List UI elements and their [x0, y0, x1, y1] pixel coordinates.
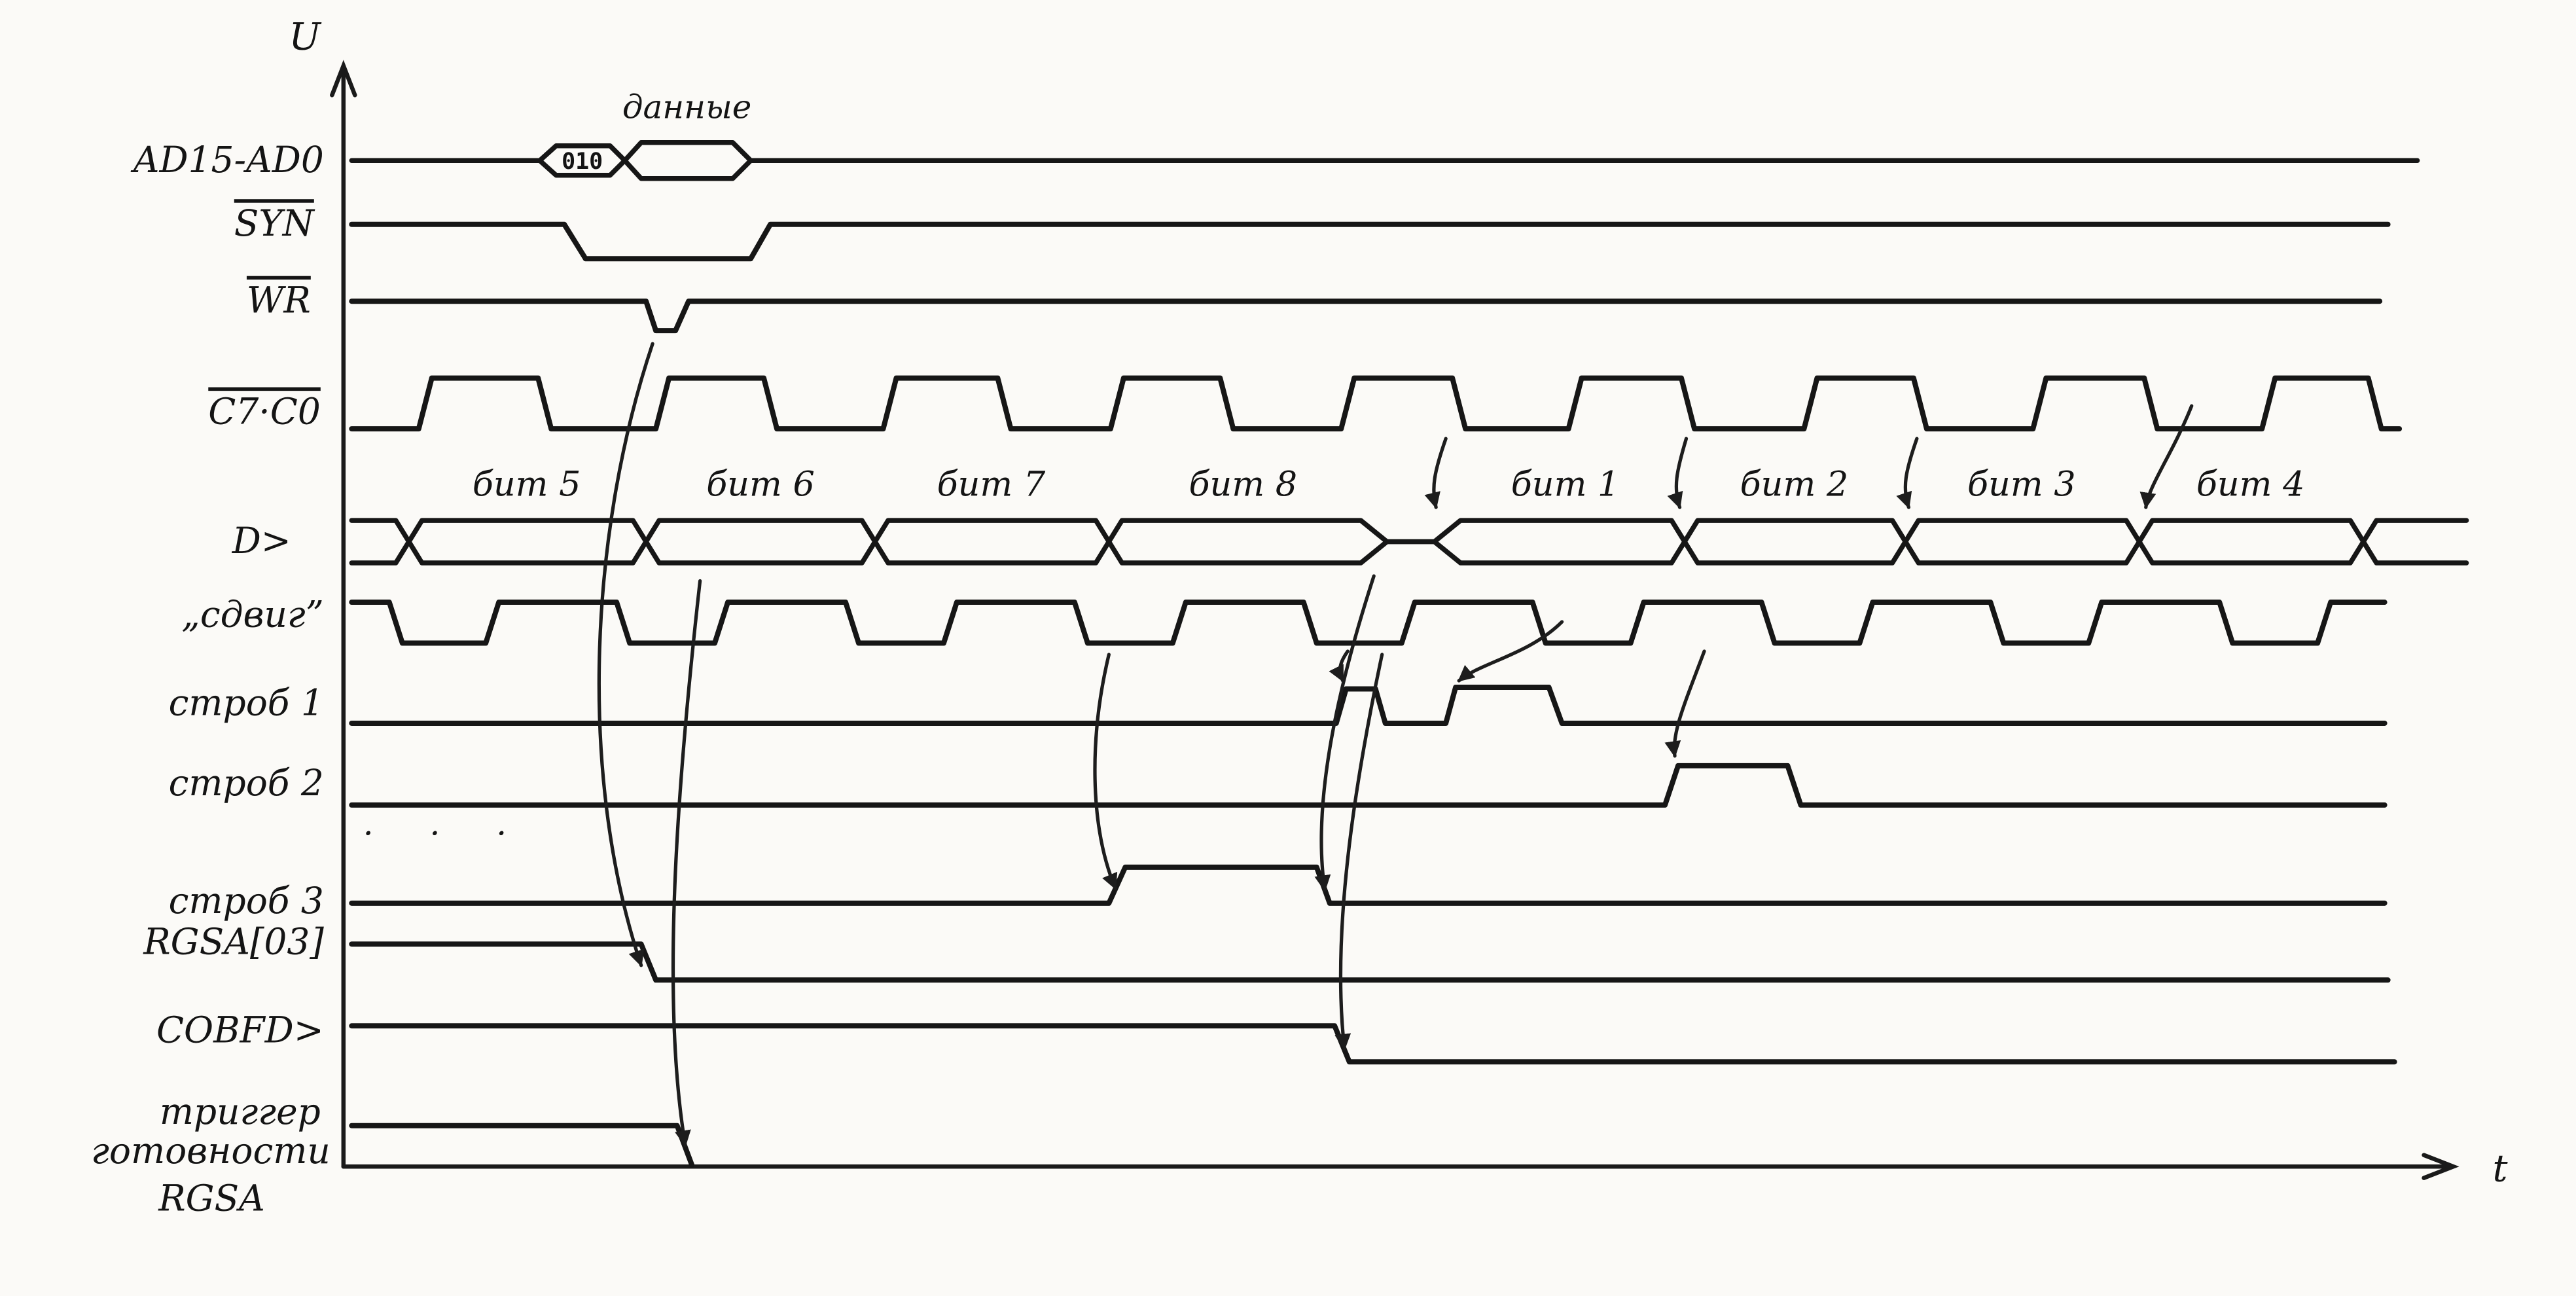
ad-bus-code-label: 010 [562, 149, 603, 175]
label-trigger-line1: триггер [160, 1090, 321, 1132]
d-bus-bit1-label: бит 1 [1511, 465, 1620, 505]
label-wr: WR [247, 279, 311, 321]
axes: U t [289, 14, 2508, 1190]
waveform-wr [349, 298, 2383, 334]
d-bus-bit2-label: бит 2 [1740, 465, 1849, 505]
waveform-ad15-ad0 [349, 140, 2420, 181]
u-axis-arrowhead-icon [330, 60, 357, 98]
label-strobe1: строб 1 [169, 681, 324, 723]
label-ad15-ad0: AD15-AD0 [130, 139, 324, 181]
waveform-syn [349, 221, 2391, 262]
arrow-sdvig-to-strobe2 [1664, 649, 1706, 758]
waveform-strobe1 [349, 684, 2388, 726]
arrow-dbus-to-ready-trigger [671, 579, 702, 1147]
waveform-c7-c0 [349, 375, 2403, 432]
waveform-sdvig [349, 600, 2388, 646]
arrow-clock-to-dbus-bit4 [2139, 404, 2194, 509]
waveform-d-bus-rail-b [349, 518, 2469, 566]
arrow-sdvig-to-strobe3-fall [1314, 574, 1376, 892]
d-bus-bit5-label: бит 5 [473, 465, 581, 505]
label-cobfd: COBFD> [156, 1009, 324, 1051]
arrow-sdvig-to-strobe1-pulse2 [1457, 620, 1564, 683]
d-bus-bit8-label: бит 8 [1189, 465, 1297, 505]
arrow-dbus-to-strobe3-rise [1093, 653, 1118, 890]
label-d-bus: D> [232, 520, 291, 562]
event-arrows [597, 342, 2194, 1147]
label-syn: SYN [234, 202, 315, 244]
arrow-wr-to-rgsa03 [597, 342, 654, 967]
ad-bus-data-annotation: данные [622, 88, 752, 126]
d-bus-bit6-label: бит 6 [706, 465, 815, 505]
label-strobe3: строб 3 [169, 880, 324, 922]
waveform-cobfd [349, 1023, 2397, 1065]
waveform-ready-trigger [349, 1123, 695, 1168]
arrow-clock-to-dbus-bit3 [1896, 437, 1919, 509]
waveform-strobe3 [349, 864, 2388, 906]
waveform-strobe2 [349, 763, 2388, 808]
d-bus-bit7-label: бит 7 [937, 465, 1046, 505]
t-axis-arrowhead-icon [2422, 1153, 2460, 1180]
waveforms [349, 140, 2469, 1168]
arrow-sdvig-to-strobe1-pulse1 [1329, 649, 1350, 683]
bus-annotations: 010 данные бит 5 бит 6 бит 7 бит 8 бит 1… [473, 88, 2305, 504]
signal-labels: AD15-AD0 SYN WR C7·C0 D> „сдвиг” строб 1… [91, 139, 529, 1219]
d-bus-bit3-label: бит 3 [1967, 465, 2076, 505]
waveform-rgsa03 [349, 941, 2391, 983]
arrow-clock-to-dbus-bit2 [1667, 437, 1689, 509]
label-trigger-line3: RGSA [158, 1178, 265, 1219]
label-c7-c0: C7·C0 [208, 391, 321, 433]
more-strobes-ellipsis: · · · [363, 814, 529, 852]
t-axis-label: t [2493, 1147, 2509, 1191]
u-axis-label: U [289, 14, 321, 58]
label-rgsa03: RGSA[03] [143, 920, 324, 962]
arrow-sdvig-to-cobfd [1334, 653, 1384, 1051]
label-trigger-line2: готовности [91, 1130, 331, 1172]
label-strobe2: строб 2 [169, 762, 324, 804]
d-bus-bit4-label: бит 4 [2196, 465, 2305, 505]
arrow-clock-to-dbus-bit1 [1424, 437, 1448, 509]
label-sdvig: „сдвиг” [181, 594, 323, 636]
